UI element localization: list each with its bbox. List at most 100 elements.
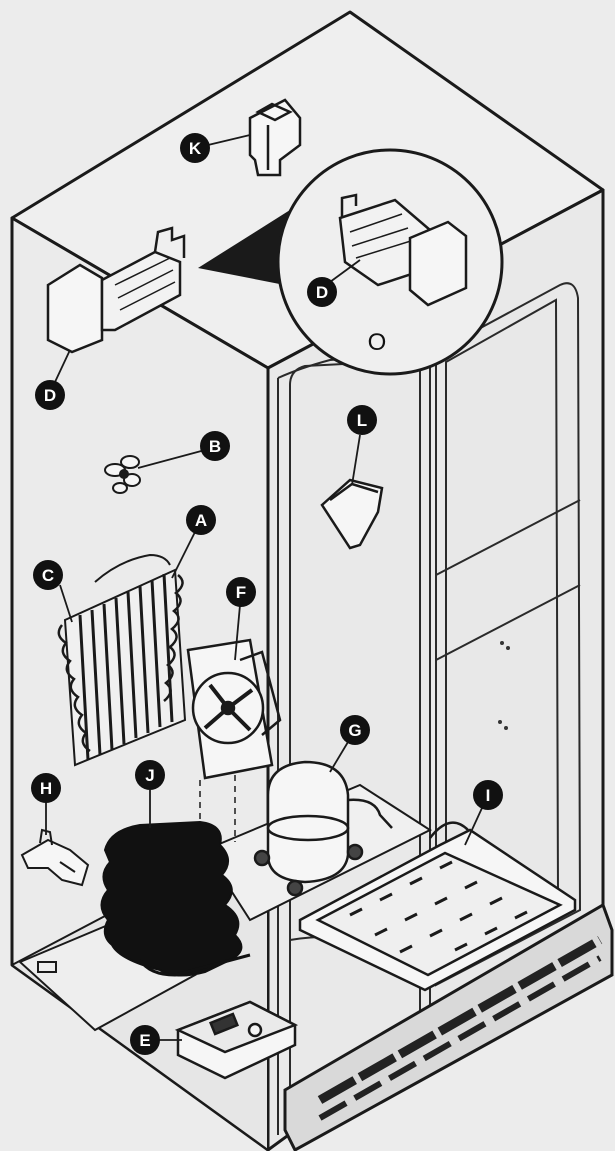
callout-k-label: K	[189, 139, 202, 158]
compressor-foot-1	[253, 849, 271, 867]
control-box-switch	[208, 1012, 240, 1036]
inset-ice-maker	[338, 193, 468, 307]
callout-h-label: H	[40, 779, 52, 798]
fan-blade-4	[112, 482, 128, 494]
leader-a	[171, 531, 196, 579]
screw-marks	[498, 641, 510, 730]
screw-mark	[506, 646, 510, 650]
evaporator-tubes-right	[163, 574, 184, 702]
evaporator-top-tube	[94, 553, 171, 583]
part-f-fan-assembly	[186, 638, 282, 780]
callout-e: E	[130, 1025, 160, 1055]
front-shelf-line	[435, 499, 581, 661]
leader-k	[207, 134, 251, 146]
callout-a-label: A	[195, 511, 207, 530]
part-e-control-box	[174, 1000, 299, 1080]
inset-ice-maker-bracket	[340, 193, 358, 218]
callout-b-label: B	[209, 437, 221, 456]
callout-d-left-circle	[35, 380, 65, 410]
screw-mark	[500, 641, 504, 645]
part-k-component	[248, 98, 302, 177]
fresh-food-liner	[435, 282, 582, 987]
leader-d-inset	[329, 259, 361, 283]
grille-slot-2	[318, 955, 602, 1121]
leader-i	[464, 807, 483, 846]
callout-i-label: I	[486, 786, 491, 805]
drain-pan-inner	[315, 851, 563, 977]
part-c-evaporator	[57, 553, 187, 767]
leader-d-left	[54, 349, 71, 383]
part-k-top	[255, 102, 293, 122]
fan-motor	[239, 650, 282, 736]
callout-l-circle	[347, 405, 377, 435]
control-box-top	[174, 1000, 299, 1054]
callout-g: G	[340, 715, 370, 745]
fan-blades	[203, 683, 254, 732]
callout-e-label: E	[139, 1031, 150, 1050]
compressor-foot-2	[286, 879, 304, 897]
funnel-body	[320, 478, 384, 550]
callout-k: K	[180, 133, 210, 163]
callout-j-circle	[135, 760, 165, 790]
callout-c-circle	[33, 560, 63, 590]
inset-ice-maker-housing	[408, 220, 468, 307]
ice-maker-housing	[46, 263, 104, 354]
callout-f-circle	[226, 577, 256, 607]
callout-leaders	[45, 134, 483, 1041]
callout-j-label: J	[145, 766, 154, 785]
callout-f-label: F	[236, 583, 246, 602]
ice-maker-tray-ridges	[114, 257, 176, 311]
dashed-connectors	[199, 775, 236, 845]
callout-j: J	[135, 760, 165, 790]
control-box-knob	[247, 1022, 263, 1038]
leader-l	[351, 434, 361, 486]
part-j-condenser	[100, 820, 251, 977]
evaporator-fins	[78, 573, 174, 761]
part-b-fan	[104, 455, 141, 494]
callout-b-circle	[200, 431, 230, 461]
callout-d-inset-label: D	[316, 283, 328, 302]
callout-g-label: G	[348, 721, 361, 740]
fan-blade-2	[120, 455, 140, 469]
leader-f	[234, 604, 241, 661]
part-i-drain-pan	[298, 821, 577, 992]
callout-d-left: D	[35, 380, 65, 410]
callout-i: I	[473, 780, 503, 810]
part-d-ice-maker	[46, 226, 186, 354]
leader-g	[329, 741, 349, 773]
compressor-dome	[266, 760, 350, 884]
callout-e-circle	[130, 1025, 160, 1055]
callout-l-label: L	[357, 411, 367, 430]
evaporator-tubes-left	[57, 624, 91, 753]
fan-hub	[119, 469, 129, 479]
callout-f: F	[226, 577, 256, 607]
callout-l: L	[347, 405, 377, 435]
callout-h: H	[31, 773, 61, 803]
callout-h-circle	[31, 773, 61, 803]
screw-mark	[498, 720, 502, 724]
drain-pan-spout	[429, 821, 469, 839]
callout-c-label: C	[42, 566, 54, 585]
callout-c: C	[33, 560, 63, 590]
callouts: A B C D D E F G	[31, 133, 503, 1055]
ice-maker-bracket	[153, 226, 186, 258]
screw-mark	[504, 726, 508, 730]
fan-center	[220, 700, 236, 716]
callout-k-circle	[180, 133, 210, 163]
drain-pan-holes	[349, 860, 528, 954]
base-plate-vent	[37, 961, 57, 973]
inset-pointer	[198, 210, 300, 288]
part-l-funnel	[320, 478, 384, 550]
compressor-tube	[347, 798, 393, 829]
callout-a-circle	[186, 505, 216, 535]
grille-slot-1	[317, 936, 603, 1104]
callout-b: B	[200, 431, 230, 461]
compressor-foot-3	[346, 843, 364, 861]
inset-magnifier: O	[198, 148, 504, 376]
leader-b	[137, 449, 206, 469]
bottom-grille	[283, 902, 614, 1151]
callout-i-circle	[473, 780, 503, 810]
part-g-compressor	[253, 760, 393, 897]
